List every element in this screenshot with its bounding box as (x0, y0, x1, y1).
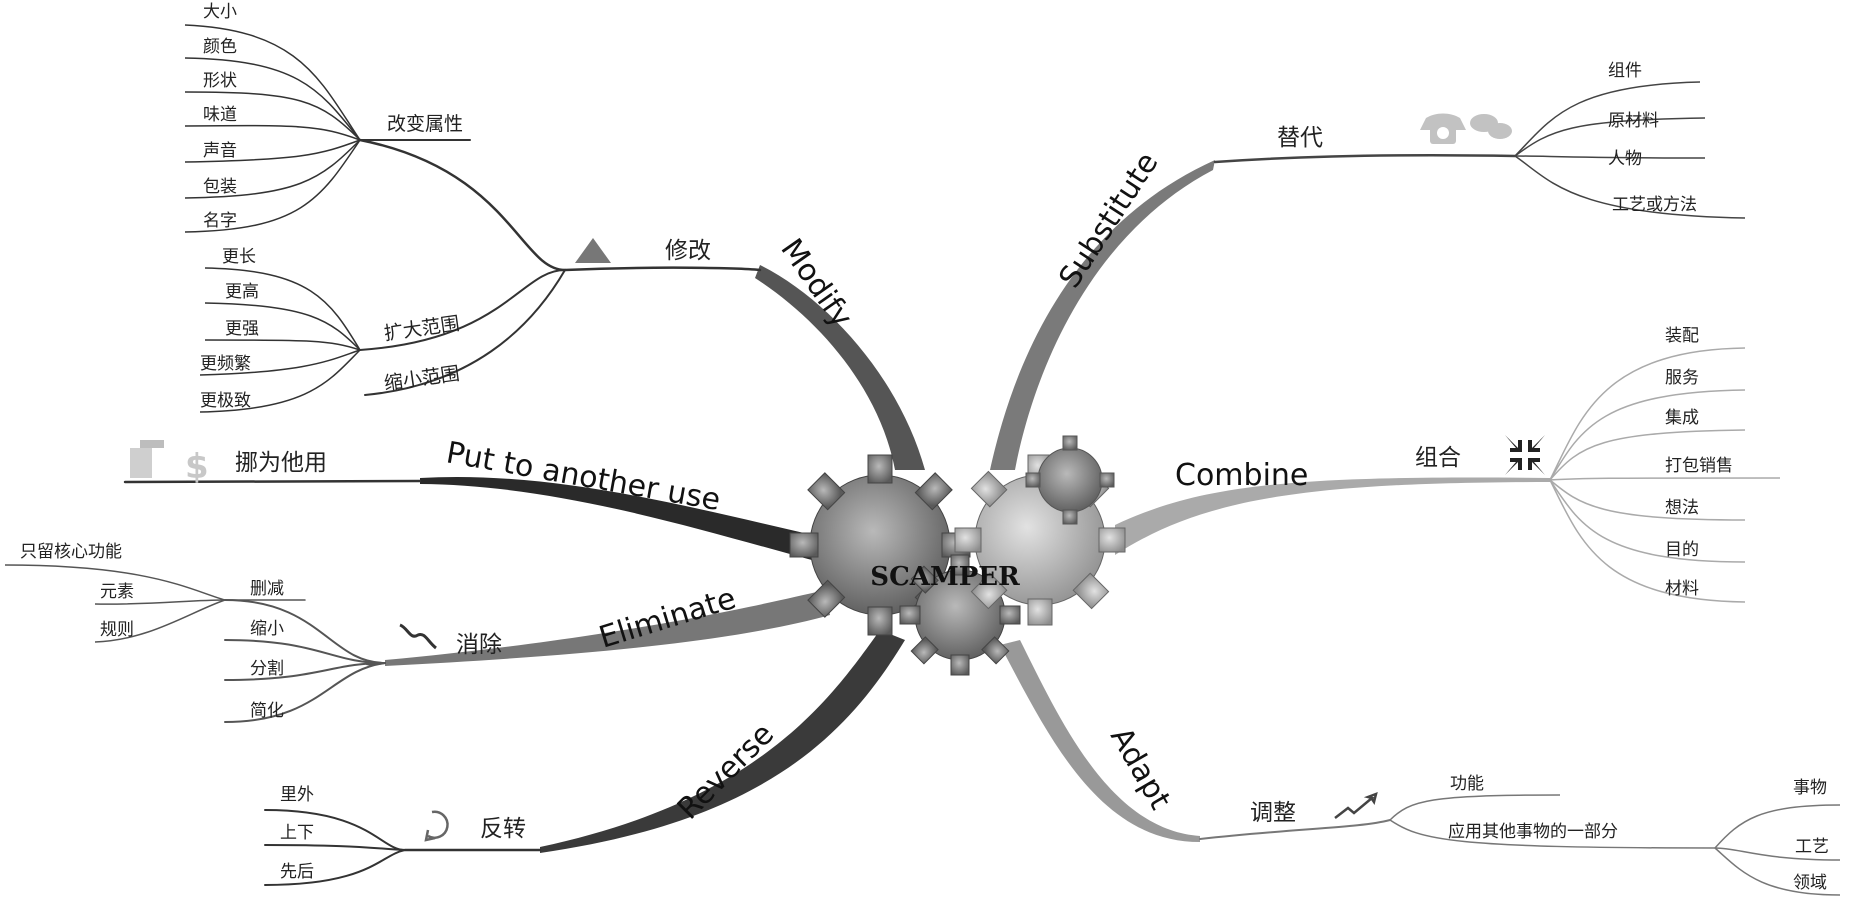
eliminate-delete-child: 只留核心功能 (20, 542, 122, 562)
phone-chat-icon (1420, 113, 1512, 144)
gear-topright-icon (1025, 435, 1115, 525)
reverse-section: 反转 里外 上下 先后 (264, 785, 526, 886)
substitute-branch-line (990, 160, 1215, 470)
combine-item: 想法 (1665, 498, 1699, 518)
main-branches (385, 160, 1550, 853)
branch-eliminate-title: Eliminate (595, 581, 740, 656)
adapt-section: 调整 功能 应用其他事物的一部分 事物 工艺 领域 (1250, 774, 1841, 896)
substitute-label: 替代 (1277, 125, 1323, 151)
modify-branch-line (755, 265, 925, 470)
money-icon: $ (130, 440, 209, 487)
modify-leaf: 大小 (203, 2, 237, 22)
modify-leaf: 更强 (225, 319, 259, 339)
warning-triangle-icon (575, 238, 611, 263)
substitute-item: 工艺或方法 (1612, 195, 1697, 215)
reverse-item: 上下 (280, 823, 314, 843)
substitute-section: 替代 组件 原材料 人物 工艺或方法 (1277, 61, 1746, 219)
modify-leaf: 名字 (203, 211, 237, 231)
reverse-item: 先后 (280, 862, 314, 882)
modify-leaf: 更频繁 (200, 354, 251, 374)
combine-item: 目的 (1665, 540, 1699, 560)
substitute-item: 原材料 (1608, 111, 1659, 131)
eliminate-label: 消除 (456, 632, 502, 658)
modify-leaf: 味道 (203, 105, 237, 125)
combine-branch-line (1115, 477, 1550, 555)
modify-group-attributes: 改变属性 (387, 113, 463, 135)
branch-putuse-title: Put to another use (444, 435, 723, 518)
modify-leaf: 形状 (203, 71, 237, 91)
eliminate-item: 简化 (250, 701, 284, 721)
adapt-label: 调整 (1250, 800, 1296, 826)
combine-item: 集成 (1665, 408, 1699, 428)
compress-arrows-icon (1505, 435, 1545, 475)
combine-label: 组合 (1415, 445, 1461, 471)
svg-text:$: $ (185, 447, 209, 487)
modify-leaf: 更长 (222, 247, 256, 267)
reverse-branch-line (540, 630, 905, 853)
combine-item: 材料 (1665, 579, 1699, 599)
eliminate-item: 分割 (250, 659, 284, 679)
modify-leaf: 更高 (225, 282, 259, 302)
substitute-item: 组件 (1608, 61, 1642, 81)
adapt-part-child: 领域 (1793, 873, 1827, 893)
reverse-item: 里外 (280, 785, 314, 805)
adapt-part-child: 事物 (1793, 778, 1827, 798)
modify-leaf: 包装 (203, 177, 237, 197)
branch-substitute-title: Substitute (1052, 146, 1165, 294)
eliminate-delete-child: 元素 (100, 582, 134, 602)
combine-item: 打包销售 (1665, 456, 1733, 476)
eliminate-delete-child: 规则 (100, 620, 134, 640)
trend-up-icon (1334, 791, 1378, 819)
modify-group-shrink: 缩小范围 (383, 363, 461, 395)
eliminate-item: 删减 (250, 579, 284, 599)
adapt-item: 应用其他事物的一部分 (1448, 822, 1618, 842)
putuse-section: $ 挪为他用 (130, 440, 327, 487)
adapt-part-child: 工艺 (1795, 837, 1829, 857)
eliminate-section: 消除 删减 缩小 分割 简化 只留核心功能 元素 规则 (4, 542, 502, 723)
putuse-branch-line (420, 476, 835, 565)
refresh-icon (424, 810, 449, 842)
branch-combine-title: Combine (1175, 458, 1308, 493)
combine-item: 装配 (1665, 326, 1699, 346)
reverse-label: 反转 (480, 816, 526, 842)
eliminate-item: 缩小 (250, 619, 284, 639)
adapt-item: 功能 (1450, 774, 1484, 794)
modify-leaf: 声音 (203, 141, 237, 161)
substitute-item: 人物 (1608, 149, 1642, 169)
gear-cluster-icon: SCAMPER (789, 435, 1126, 676)
adapt-branch-line (1000, 640, 1200, 842)
center-label: SCAMPER (870, 562, 1020, 592)
combine-item: 服务 (1665, 368, 1699, 388)
eliminate-branch-line (385, 590, 830, 666)
combine-section: 组合 装配 服务 集成 打包销售 想法 目的 材料 (1415, 326, 1781, 603)
squiggle-icon (399, 623, 437, 650)
putuse-label: 挪为他用 (235, 450, 327, 476)
modify-leaf: 更极致 (200, 391, 251, 411)
modify-label: 修改 (665, 238, 711, 264)
modify-section: 修改 改变属性 大小 颜色 形状 味道 声音 包装 名字 扩大范围 (184, 2, 711, 413)
modify-leaf: 颜色 (203, 37, 237, 57)
